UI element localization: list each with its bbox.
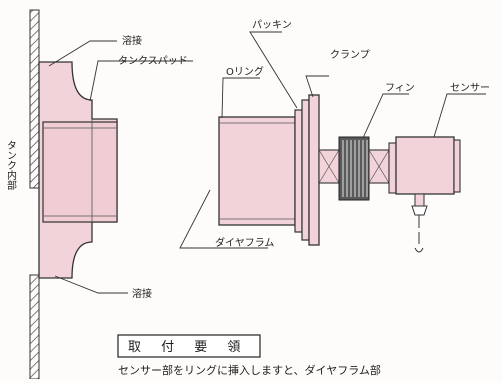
tank-wall-lower bbox=[29, 274, 40, 380]
label-weld-top: 溶接 bbox=[122, 34, 142, 47]
packing bbox=[301, 99, 310, 241]
clamp-flange bbox=[308, 94, 320, 246]
label-weld-bottom: 溶接 bbox=[132, 287, 152, 300]
oring-collar bbox=[294, 109, 303, 233]
label-o-ring: Oリング bbox=[226, 65, 264, 78]
tank-pad-bore bbox=[42, 121, 118, 223]
label-packing: パッキン bbox=[252, 19, 292, 31]
cable-gland bbox=[414, 193, 425, 207]
label-tank-inside: タンク内部 bbox=[5, 140, 17, 191]
fin bbox=[338, 136, 370, 201]
section-title: 取 付 要 領 bbox=[128, 339, 248, 355]
oring-body bbox=[218, 116, 296, 226]
sensor-flange bbox=[388, 142, 397, 194]
sensor-cap bbox=[453, 139, 461, 193]
label-diaphragm: ダイヤフラム bbox=[215, 236, 274, 249]
sensor-body bbox=[395, 136, 455, 195]
section-title-box bbox=[117, 334, 261, 358]
cable-nut bbox=[411, 205, 428, 216]
label-sensor: センサー bbox=[450, 82, 490, 94]
label-tank-pad: タンクスパッド bbox=[118, 55, 188, 67]
section-caption: センサー部をリングに挿入しますと、ダイヤフラム部 bbox=[118, 363, 381, 377]
cable-plug bbox=[414, 247, 424, 253]
label-clamp: クランプ bbox=[330, 49, 370, 61]
label-fin: フィン bbox=[385, 83, 415, 94]
tank-wall-upper bbox=[29, 9, 40, 189]
